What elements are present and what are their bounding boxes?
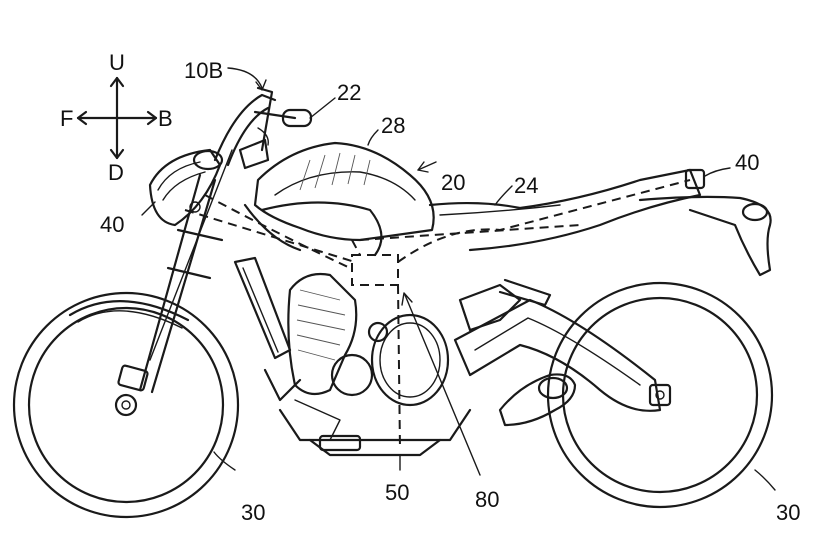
compass-front-label: F [60,106,73,131]
front-wheel [12,291,240,519]
headlight-assembly [148,148,224,227]
label-handlebar-10b: 10B [184,58,223,83]
label-vehicle-20: 20 [441,170,465,195]
exhaust-muffler [498,373,577,427]
label-rear-wheel-30: 30 [776,500,800,525]
leader-lines [141,67,776,491]
label-front-sensor-40: 40 [100,212,124,237]
label-tank-28: 28 [381,113,405,138]
compass-up-label: U [109,50,125,75]
label-front-wheel-30: 30 [241,500,265,525]
label-grip-22: 22 [337,80,361,105]
label-rear-sensor-40: 40 [735,150,759,175]
label-controller-50: 50 [385,480,409,505]
wiring-harness [184,179,691,451]
compass-down-label: D [108,160,124,185]
reference-numerals: 10B 22 28 20 24 40 40 30 30 50 80 [100,58,800,525]
direction-compass: U D F B [60,50,173,185]
frame-downtube [233,203,302,360]
controller-unit [351,254,399,286]
engine-block [263,272,472,457]
compass-back-label: B [158,106,173,131]
label-seat-24: 24 [514,173,538,198]
seat-and-tail [428,168,772,277]
rear-wheel [546,281,774,509]
label-engine-80: 80 [475,487,499,512]
swingarm [453,278,662,412]
handlebar [213,86,313,170]
fuel-tank [253,141,435,257]
